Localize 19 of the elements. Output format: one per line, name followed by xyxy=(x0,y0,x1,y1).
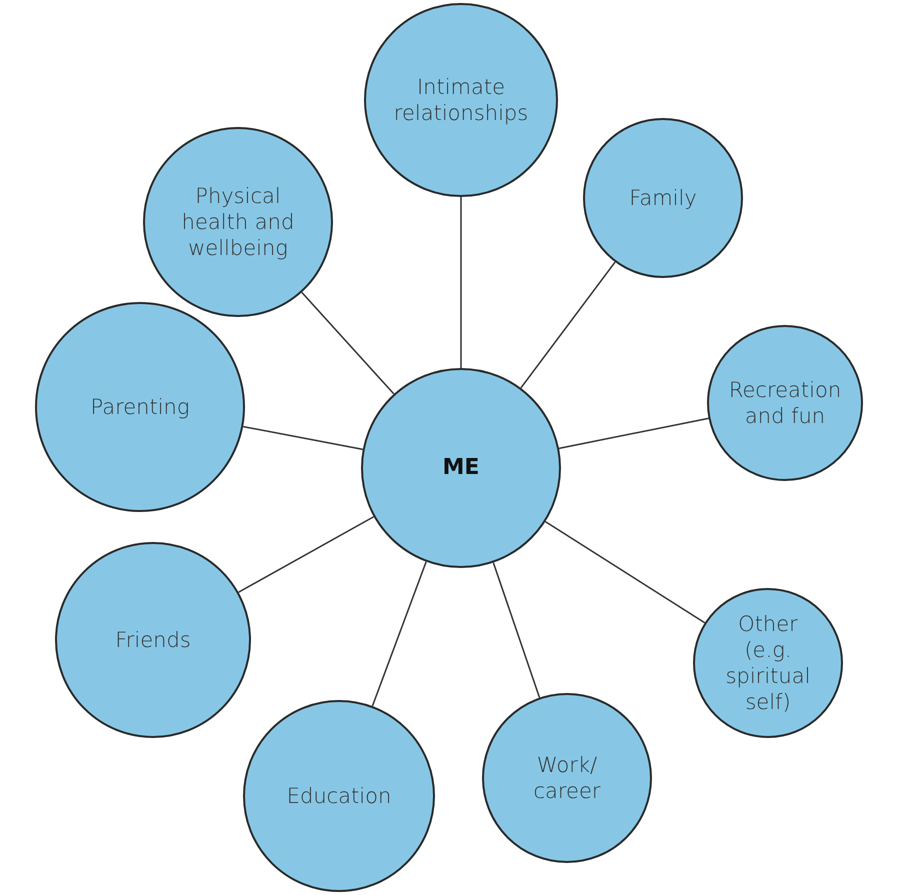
topic-label: Family xyxy=(629,184,697,212)
connector-line xyxy=(558,418,709,450)
connector-line xyxy=(520,262,616,388)
topic-label: Parenting xyxy=(90,394,190,420)
connector-line xyxy=(492,562,540,698)
connector-line xyxy=(372,561,427,706)
connector-line xyxy=(238,516,374,593)
topic-label: Other (e.g. spiritual self) xyxy=(724,610,812,716)
connector-line xyxy=(301,292,394,394)
topic-label: Recreation and fun xyxy=(728,376,842,430)
topic-label: Physical health and wellbeing xyxy=(180,182,296,262)
topic-label: Work/ career xyxy=(532,752,602,804)
connector-line xyxy=(460,197,462,368)
topic-label: Friends xyxy=(115,626,191,654)
center-label: ME xyxy=(442,454,480,482)
topic-label: Intimate relationships xyxy=(392,74,530,126)
topic-label: Education xyxy=(286,782,392,810)
connector-line xyxy=(545,520,706,624)
connector-line xyxy=(243,426,363,450)
